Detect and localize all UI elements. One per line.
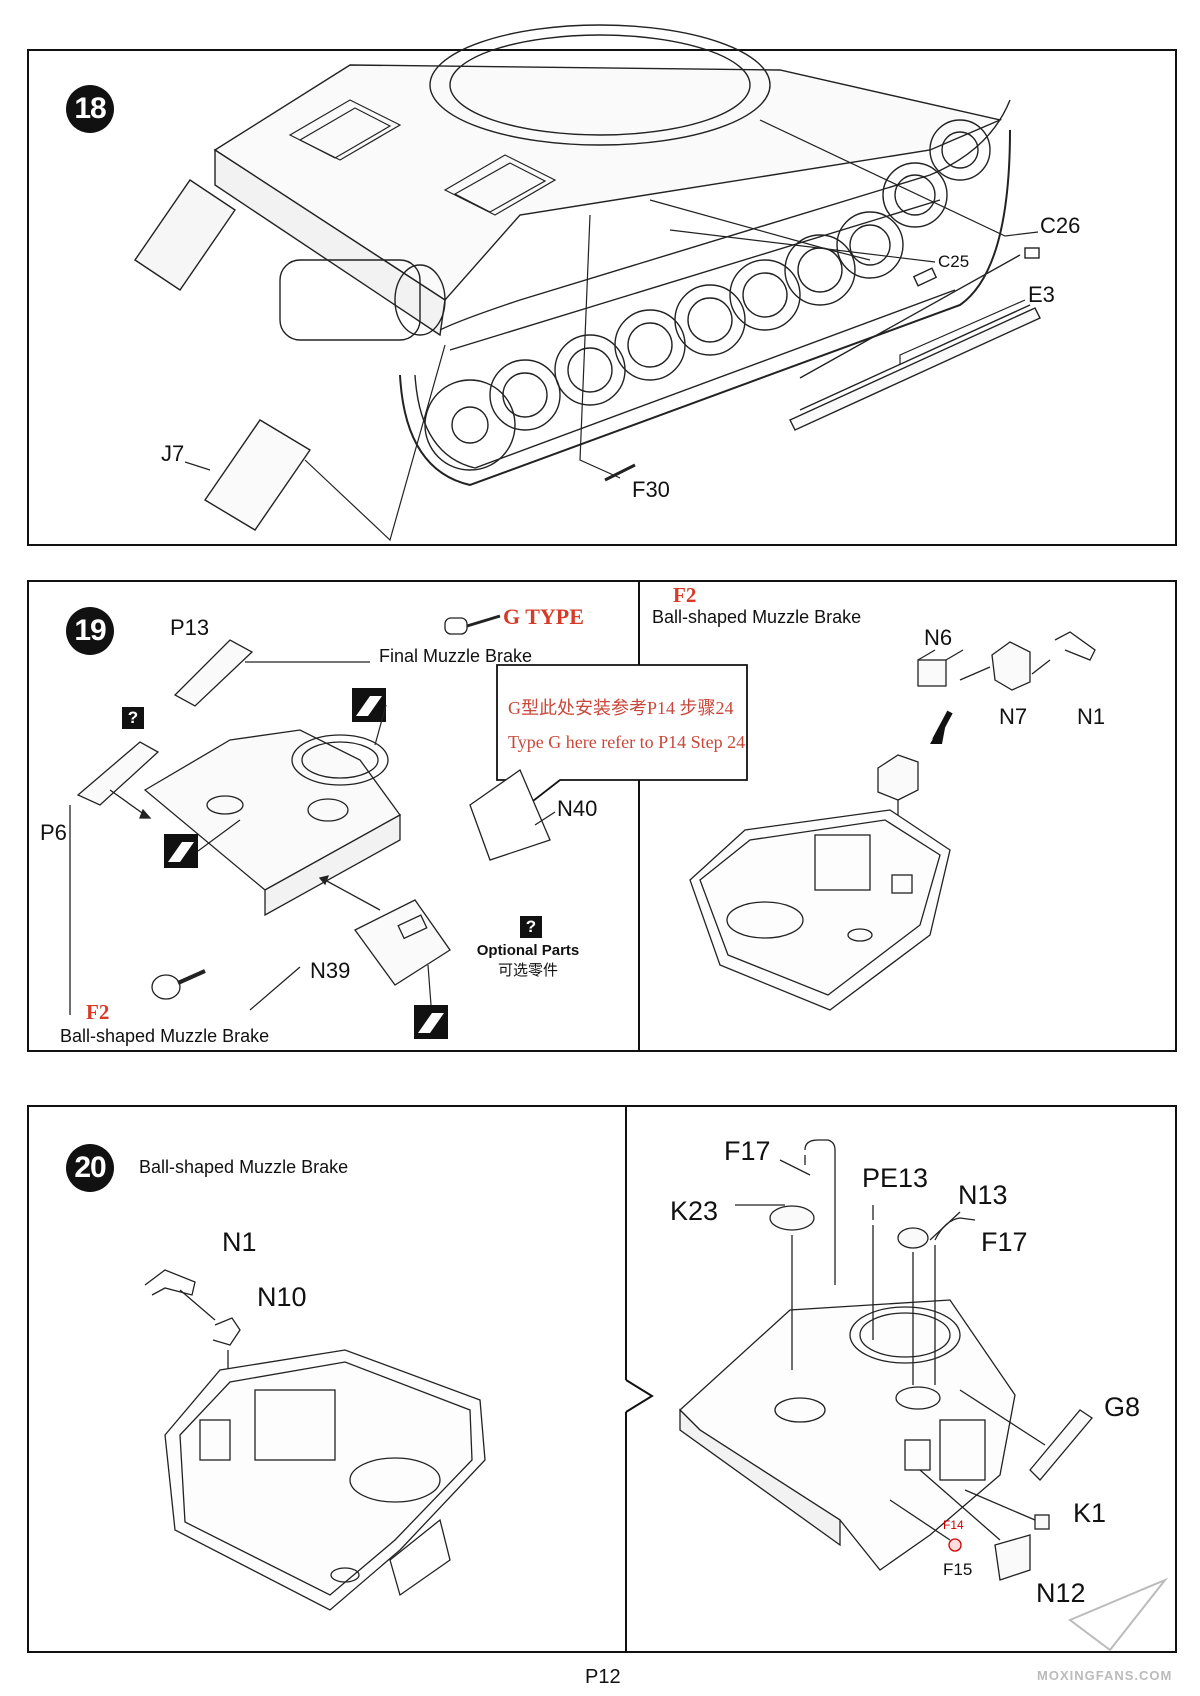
part-label: N12: [1036, 1578, 1086, 1608]
page-number: P12: [585, 1666, 621, 1688]
part-label: P6: [40, 820, 67, 845]
part-label: PE13: [862, 1163, 929, 1193]
g-type-label: G TYPE: [503, 604, 584, 629]
optional-marker: ?: [122, 707, 144, 729]
part-label: C26: [1040, 213, 1081, 238]
f2-label-left: F2: [86, 1000, 110, 1024]
part-label: N1: [222, 1227, 257, 1257]
callout-cn: G型此处安装参考P14 步骤24: [508, 698, 734, 718]
turret-top-illustration: [69, 614, 556, 1039]
step-18-panel: [27, 49, 1177, 546]
part-label: F17: [981, 1227, 1028, 1257]
ball-muzzle-label-right: Ball-shaped Muzzle Brake: [652, 607, 862, 627]
part-label: F14: [943, 1518, 964, 1532]
step-19-panel: [27, 580, 1177, 1052]
optional-marker: ?: [520, 916, 542, 938]
tank-hull-illustration: [134, 24, 1041, 542]
step-18-number: 18: [66, 85, 114, 133]
part-label: G8: [1104, 1392, 1141, 1422]
callout-text: G型此处安装参考P14 步骤24 Type G here refer to P1…: [508, 691, 745, 759]
part-label: N6: [924, 625, 953, 650]
part-label: F17: [724, 1136, 771, 1166]
step-19-number: 19: [66, 607, 114, 655]
part-label: N1: [1077, 704, 1106, 729]
part-label: F15: [943, 1560, 973, 1579]
part-label: C25: [938, 252, 970, 271]
panel-divider: [625, 1105, 627, 1380]
part-label: K1: [1073, 1498, 1107, 1528]
part-label: P13: [170, 615, 210, 640]
part-label: N13: [958, 1180, 1008, 1210]
part-label: J7: [161, 441, 185, 466]
callout-en: Type G here refer to P14 Step 24: [508, 732, 746, 752]
optional-en: Optional Parts: [476, 942, 580, 959]
optional-parts-label: Optional Parts 可选零件: [463, 942, 593, 980]
ball-muzzle-label-left: Ball-shaped Muzzle Brake: [60, 1026, 270, 1046]
panel-divider: [625, 1412, 627, 1653]
part-label: N39: [310, 958, 351, 983]
part-label: F30: [632, 477, 670, 502]
step-20-number: 20: [66, 1144, 114, 1192]
panel-divider: [638, 580, 640, 1052]
optional-cn: 可选零件: [497, 962, 558, 979]
turret-interior-illustration: [689, 631, 1096, 1011]
step-20-title: Ball-shaped Muzzle Brake: [139, 1157, 349, 1177]
final-muzzle-label: Final Muzzle Brake: [379, 646, 533, 666]
watermark: MOXINGFANS.COM: [1037, 1668, 1173, 1683]
step-20-panel: [27, 1105, 1177, 1653]
part-label: N40: [557, 796, 598, 821]
part-label: K23: [670, 1196, 719, 1226]
part-label: E3: [1028, 282, 1055, 307]
f2-label-right: F2: [673, 583, 697, 607]
part-label: N10: [257, 1282, 307, 1312]
part-label: N7: [999, 704, 1028, 729]
